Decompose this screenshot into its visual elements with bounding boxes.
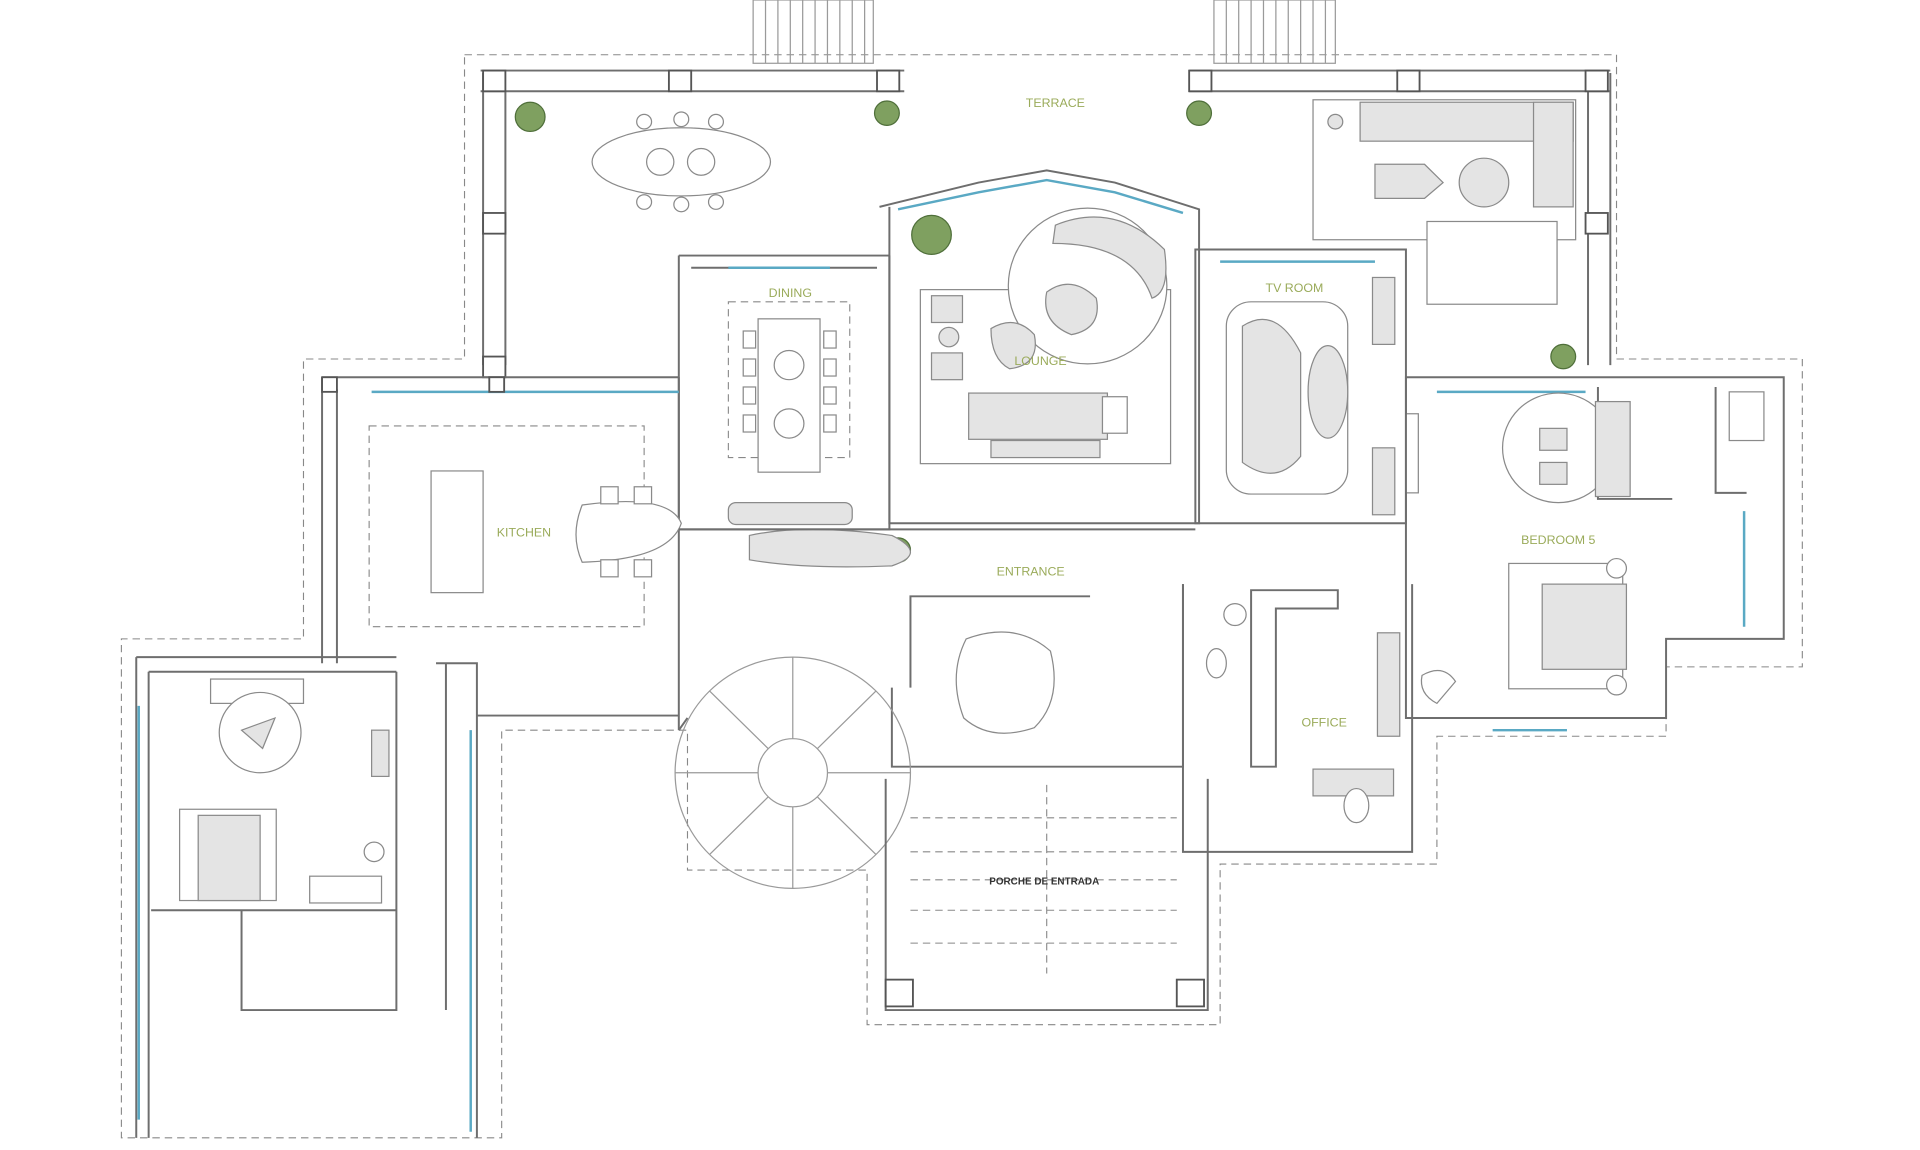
label-porch: PORCHE DE ENTRADA: [989, 877, 1099, 888]
terrace-columns: [482, 69, 1609, 379]
site-boundary: [120, 54, 1803, 1139]
lounge-glazing: [897, 178, 1184, 215]
left-wing-furniture: [178, 678, 390, 904]
left-wing-walls: [135, 656, 478, 1138]
stairs-top-right: [1213, 0, 1336, 64]
office-furniture: [1205, 602, 1401, 824]
label-kitchen: KITCHEN: [497, 526, 551, 540]
label-terrace: TERRACE: [1026, 96, 1085, 110]
lounge-walls: [879, 169, 1201, 525]
dining-table: [727, 301, 912, 568]
terrace-dining-table: [591, 111, 772, 213]
entrance-walls: [476, 528, 1196, 768]
spiral-staircase: [674, 656, 912, 889]
tv-room-furniture: [1225, 276, 1419, 516]
label-lounge: LOUNGE: [1014, 354, 1066, 368]
lounge-furniture: [919, 207, 1172, 465]
kitchen-furniture: [368, 425, 682, 628]
label-office: OFFICE: [1301, 716, 1346, 730]
label-entrance: ENTRANCE: [997, 565, 1065, 579]
stairs-top-left: [752, 0, 874, 64]
terrace-lounge-furniture: [1312, 99, 1577, 305]
plants: [514, 100, 1577, 563]
porch: [884, 778, 1209, 1012]
label-bedroom-5: BEDROOM 5: [1521, 533, 1595, 547]
label-dining: DINING: [769, 286, 812, 300]
bedroom5-furniture: [1420, 391, 1765, 705]
entrance-rug: [955, 631, 1055, 734]
label-tv-room: TV ROOM: [1266, 281, 1324, 295]
